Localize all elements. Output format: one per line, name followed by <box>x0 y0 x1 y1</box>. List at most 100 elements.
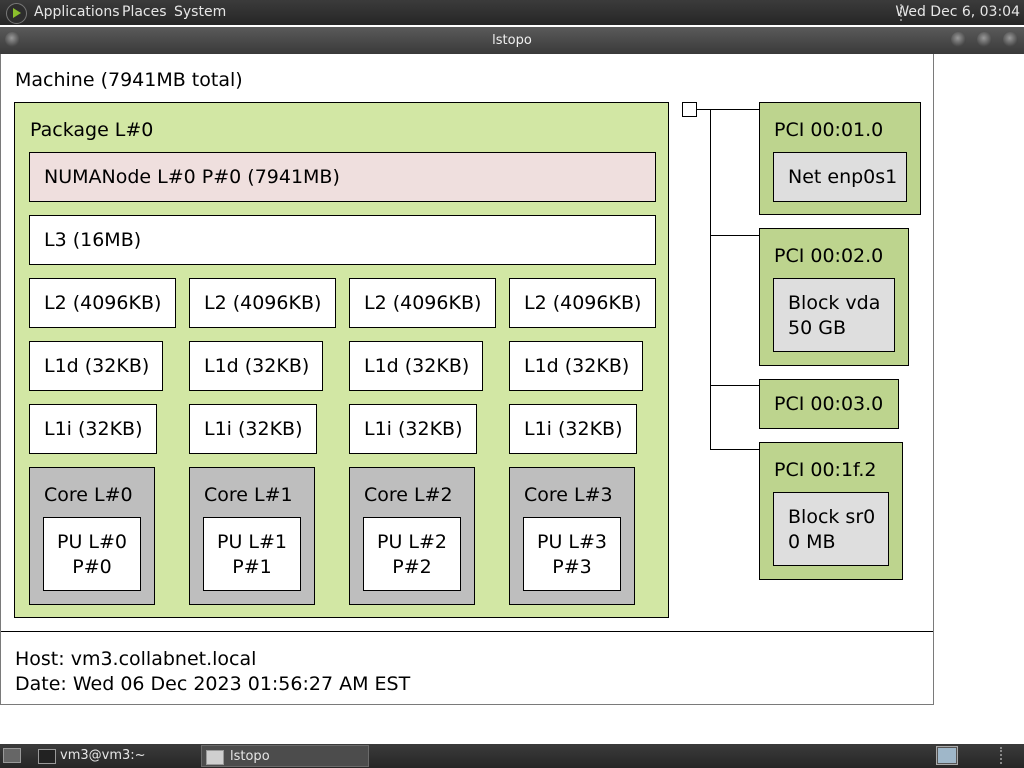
core-label: Core L#3 <box>524 484 613 506</box>
l1d-cache-label: L1d (32KB) <box>364 355 470 377</box>
l1i-cache-box: L1i (32KB) <box>29 404 157 454</box>
system-menu[interactable]: System <box>174 4 227 20</box>
host-label: Host: vm3.collabnet.local <box>15 648 257 670</box>
l1d-cache-label: L1d (32KB) <box>204 355 310 377</box>
numa-node-label: NUMANode L#0 P#0 (7941MB) <box>44 166 340 188</box>
bottom-panel: vm3@vm3:~ lstopo <box>0 744 1024 768</box>
window-title: lstopo <box>492 33 532 48</box>
pu-physical-index: P#1 <box>232 556 272 578</box>
l2-cache-box: L2 (4096KB) <box>29 278 176 328</box>
l1i-cache-box: L1i (32KB) <box>349 404 477 454</box>
pci-link-line <box>710 235 760 236</box>
pu-label: PU L#1 <box>217 531 287 553</box>
window-menu-icon[interactable] <box>5 32 20 47</box>
core-box: Core L#2 PU L#2 P#2 <box>349 467 475 605</box>
l1i-cache-label: L1i (32KB) <box>524 418 623 440</box>
panel-separator <box>1000 747 1005 764</box>
pci-link-line <box>710 449 760 450</box>
os-device-label: Block sr0 <box>788 506 876 528</box>
os-device-box: Block sr0 0 MB <box>773 492 889 566</box>
close-icon[interactable] <box>1003 32 1018 47</box>
workspace-1-icon[interactable] <box>938 748 956 763</box>
desktop-background <box>934 54 1024 705</box>
l1i-cache-label: L1i (32KB) <box>364 418 463 440</box>
terminal-icon <box>38 749 56 764</box>
l3-cache-label: L3 (16MB) <box>44 229 142 251</box>
l1d-cache-box: L1d (32KB) <box>189 341 323 391</box>
window-titlebar[interactable]: lstopo <box>0 27 1024 54</box>
applications-menu[interactable]: Applications <box>34 4 120 20</box>
pu-physical-index: P#3 <box>552 556 592 578</box>
pu-box: PU L#2 P#2 <box>363 517 461 591</box>
l1i-cache-label: L1i (32KB) <box>44 418 143 440</box>
l1i-cache-label: L1i (32KB) <box>204 418 303 440</box>
pci-link-line <box>710 385 760 386</box>
l2-cache-label: L2 (4096KB) <box>204 292 322 314</box>
pci-device-box: PCI 00:01.0 Net enp0s1 <box>759 102 921 215</box>
pci-device-box: PCI 00:1f.2 Block sr0 0 MB <box>759 442 903 580</box>
core-label: Core L#1 <box>204 484 293 506</box>
l3-cache-box: L3 (16MB) <box>29 215 656 265</box>
bridge-connector <box>697 109 711 110</box>
os-device-box: Net enp0s1 <box>773 152 907 202</box>
pci-device-box: PCI 00:02.0 Block vda 50 GB <box>759 228 909 366</box>
l1d-cache-box: L1d (32KB) <box>509 341 643 391</box>
taskbar-item-terminal[interactable]: vm3@vm3:~ <box>34 745 198 767</box>
taskbar-item-label: lstopo <box>230 749 270 764</box>
core-label: Core L#2 <box>364 484 453 506</box>
lstopo-canvas: Machine (7941MB total) Package L#0 NUMAN… <box>0 54 934 705</box>
os-device-size: 0 MB <box>788 531 836 553</box>
l1i-cache-box: L1i (32KB) <box>509 404 637 454</box>
pu-physical-index: P#0 <box>72 556 112 578</box>
pu-box: PU L#0 P#0 <box>43 517 141 591</box>
date-label: Date: Wed 06 Dec 2023 01:56:27 AM EST <box>15 673 411 695</box>
show-desktop-icon[interactable] <box>3 748 21 763</box>
pu-label: PU L#0 <box>57 531 127 553</box>
pci-label: PCI 00:02.0 <box>774 245 884 267</box>
window-icon <box>206 750 224 765</box>
package-box: Package L#0 NUMANode L#0 P#0 (7941MB) L3… <box>14 102 669 618</box>
os-device-size: 50 GB <box>788 317 846 339</box>
pu-physical-index: P#2 <box>392 556 432 578</box>
l2-cache-label: L2 (4096KB) <box>524 292 642 314</box>
l2-cache-label: L2 (4096KB) <box>44 292 162 314</box>
places-menu[interactable]: Places <box>122 4 167 20</box>
l2-cache-box: L2 (4096KB) <box>349 278 496 328</box>
panel-separator <box>900 4 905 21</box>
l2-cache-label: L2 (4096KB) <box>364 292 482 314</box>
os-device-label: Block vda <box>788 292 881 314</box>
machine-label: Machine (7941MB total) <box>15 69 243 91</box>
pu-box: PU L#1 P#1 <box>203 517 301 591</box>
taskbar-item-label: vm3@vm3:~ <box>60 748 146 763</box>
maximize-icon[interactable] <box>977 32 992 47</box>
top-panel: Applications Places System Wed Dec 6, 03… <box>0 0 1024 25</box>
l1d-cache-label: L1d (32KB) <box>524 355 630 377</box>
pu-label: PU L#3 <box>537 531 607 553</box>
legend-separator <box>1 631 933 632</box>
l1d-cache-label: L1d (32KB) <box>44 355 150 377</box>
numa-node-box: NUMANode L#0 P#0 (7941MB) <box>29 152 656 202</box>
pci-link-line <box>710 109 760 110</box>
pci-label: PCI 00:01.0 <box>774 119 884 141</box>
l1i-cache-box: L1i (32KB) <box>189 404 317 454</box>
taskbar-item-lstopo[interactable]: lstopo <box>201 745 369 767</box>
os-device-label: Net enp0s1 <box>788 166 898 188</box>
pci-label: PCI 00:1f.2 <box>774 459 877 481</box>
l2-cache-box: L2 (4096KB) <box>189 278 336 328</box>
l1d-cache-box: L1d (32KB) <box>29 341 163 391</box>
bridge-trunk-line <box>710 109 711 450</box>
package-label: Package L#0 <box>30 119 154 141</box>
core-label: Core L#0 <box>44 484 133 506</box>
host-bridge-box <box>682 102 697 117</box>
pu-label: PU L#2 <box>377 531 447 553</box>
distro-logo-icon[interactable] <box>6 3 27 24</box>
pci-label: PCI 00:03.0 <box>774 393 884 415</box>
minimize-icon[interactable] <box>951 32 966 47</box>
core-box: Core L#1 PU L#1 P#1 <box>189 467 315 605</box>
l1d-cache-box: L1d (32KB) <box>349 341 483 391</box>
l2-cache-box: L2 (4096KB) <box>509 278 656 328</box>
core-box: Core L#0 PU L#0 P#0 <box>29 467 155 605</box>
clock[interactable]: Wed Dec 6, 03:04 <box>895 4 1020 20</box>
os-device-box: Block vda 50 GB <box>773 278 895 352</box>
core-box: Core L#3 PU L#3 P#3 <box>509 467 635 605</box>
